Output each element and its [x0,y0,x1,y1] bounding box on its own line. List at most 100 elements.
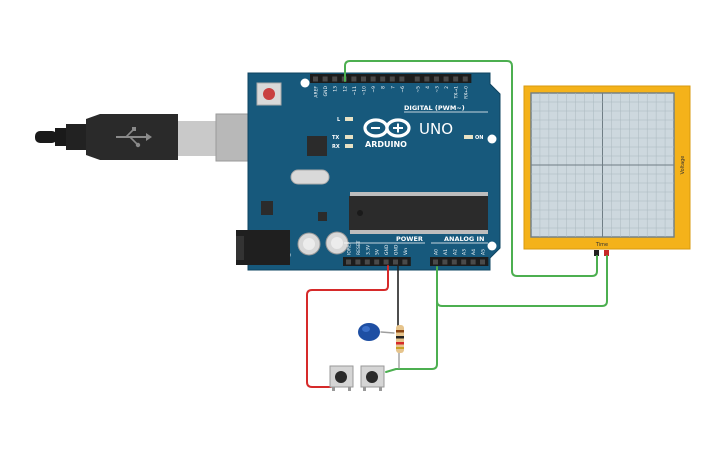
led-on [464,135,473,139]
pin-label: AREF [314,86,320,98]
regulator-chip [261,201,273,215]
pin-label: ~3 [434,86,440,93]
pin-label: A2 [452,249,458,255]
pin-socket[interactable] [361,76,366,82]
pin-label: Vin [403,248,409,255]
board-capacitor [297,232,321,256]
pin-label: RX←0 [463,86,469,99]
oscilloscope[interactable]: Time Voltage [523,85,691,256]
resistor[interactable] [396,325,404,353]
pin-label: ~10 [362,86,368,96]
pin-socket[interactable] [451,259,457,265]
green-wire-a0-to-circuit[interactable] [385,274,438,373]
pin-socket[interactable] [424,76,430,82]
led-tx-label: TX [332,135,339,141]
pin-socket[interactable] [351,76,357,82]
analog-header-label: ANALOG IN [444,235,484,243]
pin-label: A1 [443,249,449,255]
pushbutton-2[interactable] [360,365,385,391]
pin-label: ~5 [415,86,421,93]
pin-label: 7 [390,86,396,89]
usb-cable[interactable] [35,113,277,162]
scope-terminal-positive[interactable] [604,250,609,256]
led-on-label: ON [475,135,483,141]
pin-socket[interactable] [355,259,361,265]
led-rx [345,144,353,148]
wires[interactable] [306,60,608,388]
pin-label: A3 [462,249,468,255]
pin-label: A0 [434,249,440,255]
pin-socket[interactable] [433,76,439,82]
power-header-label: POWER [396,235,423,243]
pin-socket[interactable] [346,259,351,265]
capacitor-lead [380,331,395,334]
board-model: UNO [419,120,453,138]
pin-socket[interactable] [332,76,338,82]
pin-socket[interactable] [364,259,370,265]
atmega-chip [349,192,488,234]
pin-label: A5 [481,249,487,255]
green-wire-gnd-to-scope[interactable] [344,60,598,277]
pin-socket[interactable] [383,259,389,265]
pin-socket[interactable] [433,259,438,265]
pin-socket[interactable] [322,76,328,82]
pin-label: GND [323,85,329,96]
pin-label: IOREF [347,241,353,255]
pin-socket[interactable] [480,259,485,265]
pin-label: ~6 [400,86,406,93]
pin-socket[interactable] [402,259,408,265]
pin-socket[interactable] [313,76,318,82]
pin-label: ~9 [371,86,377,93]
oscilloscope-time-label: Time [595,242,608,248]
crystal-oscillator [290,169,330,185]
usb-chip [307,136,327,156]
pin-socket[interactable] [470,259,476,265]
pin-socket[interactable] [453,76,459,82]
board-name: ARDUINO [365,140,407,149]
red-wire-5v[interactable] [306,265,389,388]
pin-socket[interactable] [443,76,449,82]
pin-socket[interactable] [462,76,468,82]
pin-label: GND [394,244,400,255]
power-jack[interactable] [236,230,290,265]
led-tx [345,135,353,139]
pin-label: TX→1 [454,86,460,100]
pin-socket[interactable] [414,76,420,82]
mounting-hole [487,134,497,144]
mounting-hole [487,241,497,251]
small-chip [318,212,327,221]
pin-label: RESET [356,240,362,255]
digital-header-label: DIGITAL (PWM~) [404,104,465,112]
led-l [345,117,353,121]
led-rx-label: RX [332,144,340,150]
arduino-logo-icon [363,118,411,138]
oscilloscope-grid [531,93,674,237]
pin-socket[interactable] [461,259,467,265]
mounting-hole [300,78,310,88]
reset-button[interactable] [256,82,282,106]
ceramic-capacitor[interactable] [358,323,380,341]
pin-label: 8 [381,86,387,89]
pin-socket[interactable] [393,259,398,265]
pin-socket[interactable] [374,259,380,265]
pin-socket[interactable] [380,76,386,82]
pushbutton-1[interactable] [329,365,354,391]
pin-label: 3.3V [365,244,371,255]
pin-label: 12 [342,86,348,92]
pin-socket[interactable] [370,76,376,82]
usb-icon [116,127,152,148]
oscilloscope-voltage-label: Voltage [680,156,686,175]
arduino-uno-board[interactable]: L TX RX ON UNO ARDUINO DIGITAL (PWM~) PO… [236,72,501,271]
pin-label: 5V [375,248,381,255]
led-l-label: L [337,117,341,123]
scope-terminal-negative[interactable] [594,250,599,256]
pin-socket[interactable] [389,76,395,82]
pin-label: A4 [471,249,477,255]
pin-label: 13 [333,86,339,92]
pin-socket[interactable] [442,259,448,265]
pin-socket[interactable] [399,76,405,82]
